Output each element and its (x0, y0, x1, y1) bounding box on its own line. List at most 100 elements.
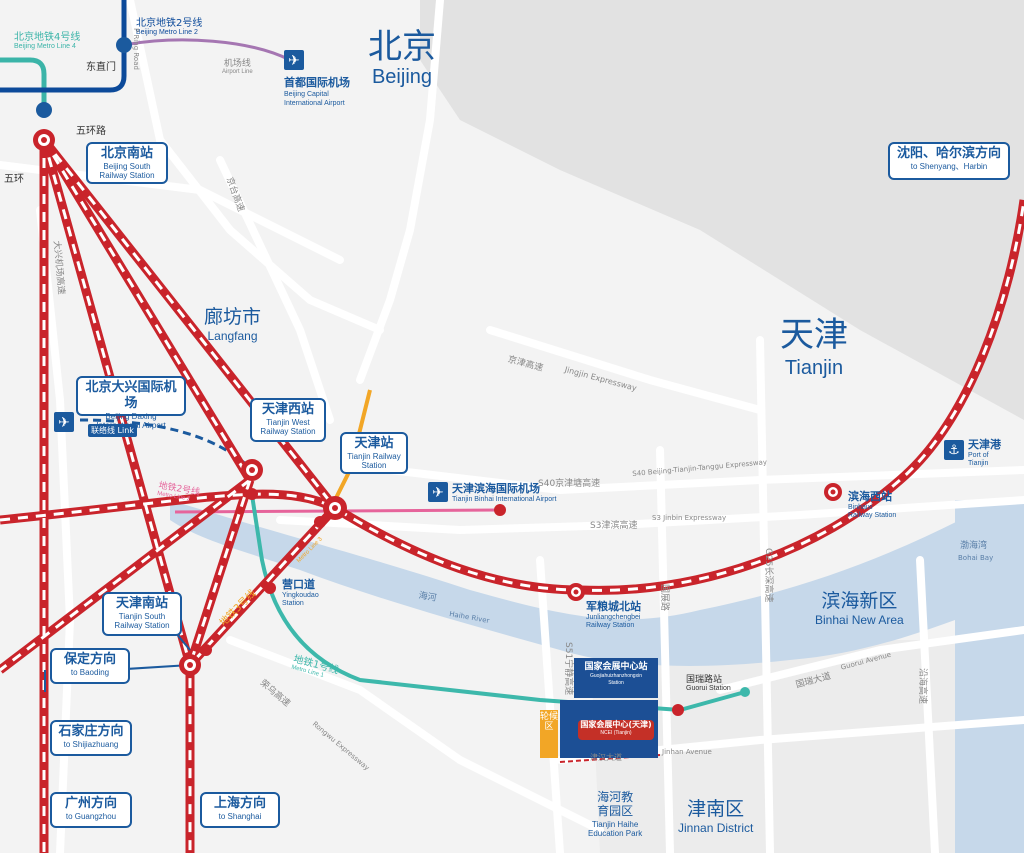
beijing-south-en: Beijing South Railway Station (99, 162, 155, 180)
road-s3-en-label: S3 Jinbin Expressway (652, 514, 727, 522)
road-wuhuan-label: 五环路 (76, 126, 106, 137)
bj-line2-en: Beijing Metro Line 2 (136, 29, 198, 36)
callout-tianjin-south[interactable]: 天津南站 Tianjin South Railway Station (102, 592, 182, 636)
marker-junliangcheng (567, 583, 585, 601)
port-cn: 天津港 (968, 438, 1001, 451)
road-guozhan (656, 446, 674, 853)
road-s3-label: S3津滨高速 (590, 521, 638, 531)
tianjin-station-en: Tianjin Railway Station (347, 452, 401, 470)
city-beijing-cn: 北京 (368, 27, 436, 67)
bj-line2-path (0, 0, 127, 93)
dir-guangzhou-cn: 广州方向 (64, 796, 117, 811)
bj-line2-label: 北京地铁2号线 Beijing Metro Line 2 (136, 14, 202, 36)
road-yanhai-label: 沿海高速 (917, 668, 927, 705)
tianjin-south-en: Tianjin South Railway Station (114, 612, 170, 630)
bj-line4-en: Beijing Metro Line 4 (14, 43, 76, 50)
daxing-airport-icon: ✈ (54, 412, 74, 432)
airport-line-cn: 机场线 (223, 59, 251, 69)
metro-marker-end (740, 687, 750, 697)
dir-shanghai-en: to Shanghai (218, 812, 262, 821)
bay-bohai-en-label: Bohai Bay (958, 554, 994, 562)
binhai-west-en: Binhaixi Railway Station (848, 504, 897, 519)
tianjin-south-cn: 天津南站 (115, 596, 168, 611)
marker-beijing-south (33, 129, 55, 151)
binhai-airport-label: 天津滨海国际机场 Tianjin Binhai International Ai… (452, 480, 556, 503)
dir-guangzhou-en: to Guangzhou (65, 812, 117, 821)
callout-dir-guangzhou[interactable]: 广州方向 to Guangzhou (50, 792, 132, 828)
bj-line2-cn: 北京地铁2号线 (136, 18, 203, 29)
callout-beijing-south[interactable]: 北京南站 Beijing South Railway Station (86, 142, 168, 184)
junliangcheng-label: 军粮城北站 Junliangchengbei Railway Station (586, 598, 641, 630)
metro-marker-guorui (672, 704, 684, 716)
binhai-west-cn: 滨海西站 (848, 490, 892, 503)
city-langfang: 廊坊市 Langfang (204, 308, 261, 343)
city-jinnan-en: Jinnan District (678, 821, 754, 835)
port-label: 天津港 Port of Tianjin (968, 436, 1001, 468)
metro-marker-line4 (36, 102, 52, 118)
yingkoudao-label: 营口道 Yingkoudao Station (282, 576, 319, 608)
dir-baoding-cn: 保定方向 (63, 652, 116, 667)
callout-dir-shenyang[interactable]: 沈阳、哈尔滨方向 to Shenyang、Harbin (888, 142, 1010, 180)
callout-daxing-airport[interactable]: 北京大兴国际机场 Beijing Daxing International Ai… (76, 376, 186, 430)
metro-marker-tjsouth (200, 644, 212, 656)
dir-shenyang-en: to Shenyang、Harbin (910, 162, 988, 171)
metro-marker-tjs (314, 516, 326, 528)
city-haihe-edu-en: Tianjin Haihe Education Park (588, 820, 643, 838)
metro-marker-west (246, 488, 258, 500)
bj-line4-cn: 北京地铁4号线 (14, 32, 81, 43)
binhai-west-label: 滨海西站 Binhaixi Railway Station (848, 488, 896, 520)
city-beijing: 北京 Beijing (368, 30, 436, 87)
metro-marker-dongzhimen (116, 37, 132, 53)
capital-airport-en: Beijing Capital International Airport (284, 91, 345, 107)
city-jinnan: 津南区 Jinnan District (678, 800, 754, 835)
road-jinghu (216, 156, 334, 424)
guozhan-center-cn: 国家会展中心站 (584, 662, 648, 672)
road-guorui (716, 626, 1024, 694)
city-haihe-edu: 海河教 育园区 Tianjin Haihe Education Park (588, 790, 642, 838)
marker-tianjin-south (179, 654, 201, 676)
city-tianjin: 天津 Tianjin (780, 318, 848, 378)
road-jingtai (126, 0, 384, 334)
binhai-airport-cn: 天津滨海国际机场 (452, 482, 540, 495)
road-jinhan-en-label: Jinhan Avenue (662, 748, 712, 756)
yingkoudao-cn: 营口道 (282, 578, 315, 591)
road-jinhan-label: 津汉大道 (590, 753, 622, 762)
dir-shijiazhuang-en: to Shijiazhuang (63, 740, 119, 749)
marker-tianjin-west (241, 459, 263, 481)
ncei-cn: 国家会展中心(天津) (580, 720, 652, 729)
capital-airport-icon: ✈ (284, 50, 304, 70)
beijing-south-cn: 北京南站 (100, 146, 153, 161)
airport-line-en: Airport Line (222, 69, 253, 75)
airport-line-path (123, 38, 291, 62)
callout-tianjin-west[interactable]: 天津西站 Tianjin West Railway Station (250, 398, 326, 442)
road-s51 (536, 556, 564, 853)
road-g25-label: G25长深高速 (763, 548, 773, 603)
ncei-box[interactable]: 国家会展中心(天津) NCEI (Tianjin) (578, 720, 654, 740)
callout-dir-shanghai[interactable]: 上海方向 to Shanghai (200, 792, 280, 828)
haihe-river (170, 500, 1024, 853)
dir-shenyang-cn: 沈阳、哈尔滨方向 (896, 146, 1001, 161)
road-s3 (276, 496, 1024, 535)
callout-tianjin-station[interactable]: 天津站 Tianjin Railway Station (340, 432, 408, 474)
dir-baoding-en: to Baoding (70, 668, 110, 677)
guozhan-center-box[interactable]: 国家会展中心站 Guojiahuizhanzhongxin Station (574, 658, 658, 698)
city-tianjin-en: Tianjin (784, 357, 844, 379)
port-icon: ⚓ (944, 440, 964, 460)
road-yanhai (916, 556, 939, 853)
city-haihe-edu-cn: 海河教 育园区 (597, 790, 634, 818)
road-s51-label: S51宁静高速 (563, 642, 573, 696)
callout-dir-shijiazhuang[interactable]: 石家庄方向 to Shijiazhuang (50, 720, 132, 756)
road-guozhan-label: 国展路 (659, 584, 669, 612)
city-binhai: 滨海新区 Binhai New Area (815, 592, 904, 627)
callout-dir-baoding[interactable]: 保定方向 to Baoding (50, 648, 130, 684)
bay-bohai-label: 渤海湾 (960, 541, 988, 551)
link-line-label: 联络线 Link (88, 424, 137, 437)
tianjin-west-en: Tianjin West Railway Station (260, 418, 316, 436)
northeast-region (420, 0, 1024, 420)
road-rongwu (226, 636, 604, 834)
yingkoudao-en: Yingkoudao Station (282, 592, 319, 607)
bj-line4-path (0, 57, 47, 110)
dir-shanghai-cn: 上海方向 (213, 796, 266, 811)
guozhan-center-en: Guojiahuizhanzhongxin Station (590, 673, 642, 686)
